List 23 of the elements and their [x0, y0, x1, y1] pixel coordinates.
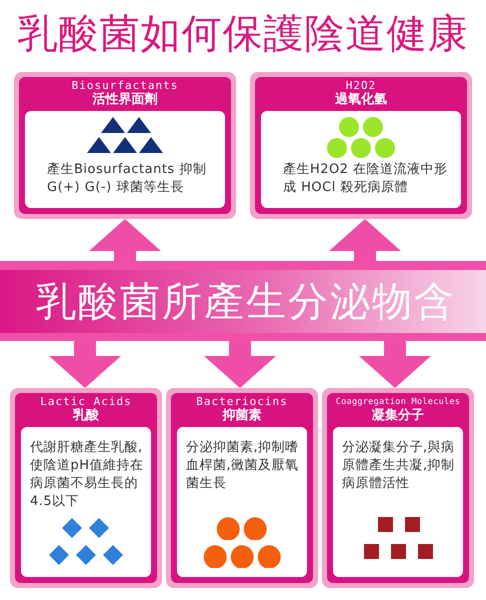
heading-text: 凝集分子 — [372, 408, 424, 423]
heading-text: 過氧化氫 — [335, 92, 387, 107]
heading-text: 活性界面劑 — [92, 92, 158, 107]
body-text: 產生Biosurfactants 抑制G(+) G(-) 球菌等生長 — [47, 161, 208, 197]
body-text: 分泌抑菌素,抑制嗜血桿菌,黴菌及厭氧菌生長 — [186, 439, 300, 493]
heading-text: Bacteriocins — [196, 396, 288, 408]
arrow — [89, 219, 161, 261]
heading-text: Coaggregation Molecules — [336, 396, 460, 408]
heading-text: 抑菌素 — [222, 408, 262, 423]
body-text: 分泌凝集分子,與病原體產生共凝,抑制病原體活性 — [342, 439, 456, 493]
heading-text: H2O2 — [346, 80, 376, 92]
arrow — [329, 219, 401, 261]
banner — [0, 261, 486, 341]
body-text: 產生H2O2 在陰道流液中形成 HOCl 殺死病原體 — [283, 161, 449, 197]
heading-text: Lactic Acids — [40, 396, 132, 408]
arrow — [359, 341, 431, 388]
arrow — [204, 341, 276, 388]
title-text: 乳酸菌如何保護陰道健康 — [16, 10, 470, 59]
body-text: 代謝肝糖產生乳酸,使陰道pH值維持在病原菌不易生長的4.5以下 — [30, 439, 145, 511]
heading-text: Biosurfactants — [72, 80, 178, 92]
banner-text: 乳酸菌所產生分泌物含 — [36, 278, 456, 327]
arrow — [49, 341, 121, 388]
heading-text: 乳酸 — [73, 408, 99, 423]
